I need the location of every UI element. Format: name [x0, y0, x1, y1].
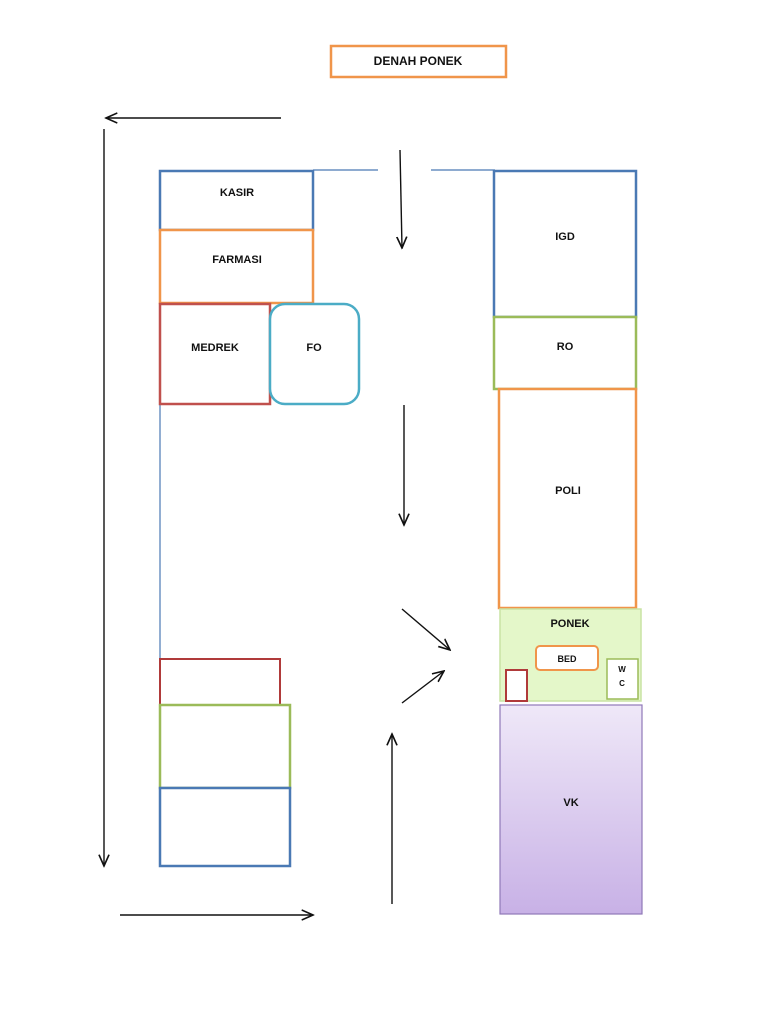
connector-lines [159, 169, 495, 660]
room-ponek: PONEK BED W C [499, 608, 642, 702]
arrow-entrance-down [400, 149, 402, 248]
room-farmasi: FARMASI [158, 228, 315, 305]
room-unlabeled-green [158, 703, 292, 790]
room-kasir: KASIR [158, 169, 315, 232]
room-unlabeled-red [159, 658, 281, 707]
door-box [505, 669, 528, 702]
room-farmasi-label: FARMASI [212, 254, 262, 266]
room-igd: IGD [492, 169, 638, 319]
wc-box: W C [606, 658, 639, 700]
arrow-diagonal-down [401, 608, 450, 650]
room-ponek-label: PONEK [550, 618, 589, 630]
flow-arrows [104, 118, 450, 915]
bed-box: BED [535, 645, 599, 671]
title-label: DENAH PONEK [374, 54, 463, 68]
bed-label: BED [557, 654, 577, 664]
wc-label-w: W [618, 665, 626, 674]
arrow-diagonal-up [401, 671, 444, 704]
room-poli: POLI [497, 387, 638, 610]
wc-label-c: C [619, 679, 625, 688]
room-ro-label: RO [557, 341, 574, 353]
room-poli-label: POLI [555, 485, 581, 497]
room-igd-label: IGD [555, 231, 575, 243]
room-vk-label: VK [563, 797, 578, 809]
title-box: DENAH PONEK [329, 44, 508, 79]
room-fo: FO [268, 302, 361, 406]
room-medrek-label: MEDREK [191, 342, 239, 354]
room-medrek: MEDREK [158, 302, 272, 406]
room-unlabeled-blue [158, 786, 292, 868]
room-vk: VK [499, 704, 643, 915]
room-kasir-label: KASIR [220, 187, 254, 199]
room-ro: RO [492, 315, 638, 391]
room-fo-label: FO [306, 342, 322, 354]
